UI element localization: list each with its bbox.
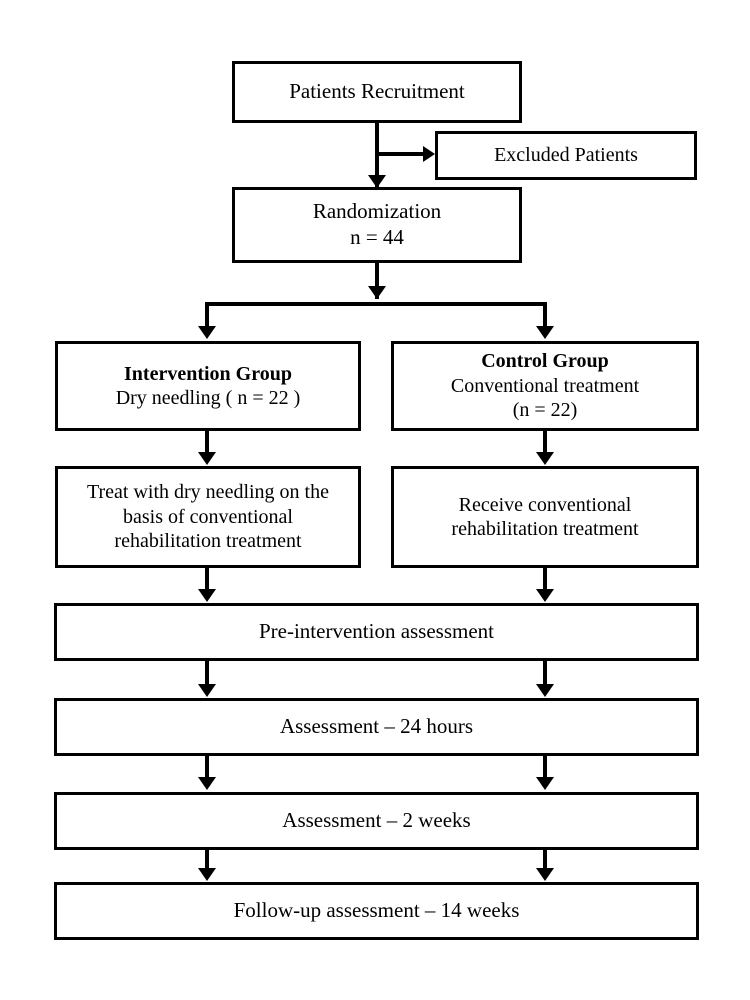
connector-24h-to-2w-right <box>543 756 547 780</box>
node-line: Dry needling ( n = 22 ) <box>115 387 301 409</box>
arrowhead-randomization-down <box>368 286 386 299</box>
arrowhead-pre-to-24h-right <box>536 684 554 697</box>
arrowhead-2w-to-followup-right <box>536 868 554 881</box>
connector-split-left-drop <box>205 302 209 328</box>
node-control-group[interactable]: Control Group Conventional treatment (n … <box>391 341 699 431</box>
arrowhead-treatment-left-to-pre <box>198 589 216 602</box>
arrowhead-24h-to-2w-left <box>198 777 216 790</box>
node-treatment-control[interactable]: Receive conventional rehabilitation trea… <box>391 466 699 568</box>
node-randomization[interactable]: Randomization n = 44 <box>232 187 522 263</box>
node-line: Assessment – 24 hours <box>279 714 474 739</box>
connector-2w-to-followup-right <box>543 850 547 870</box>
connector-control-to-treatment <box>543 431 547 455</box>
arrowhead-control-to-treatment <box>536 452 554 465</box>
node-excluded-patients[interactable]: Excluded Patients <box>435 131 697 180</box>
connector-pre-to-24h-right <box>543 661 547 687</box>
arrowhead-split-right <box>536 326 554 339</box>
node-line: Control Group <box>481 350 609 373</box>
connector-2w-to-followup-left <box>205 850 209 870</box>
node-assessment-24-hours[interactable]: Assessment – 24 hours <box>54 698 699 756</box>
connector-pre-to-24h-left <box>205 661 209 687</box>
connector-intervention-to-treatment <box>205 431 209 455</box>
connector-randomization-down <box>375 263 379 299</box>
node-line: Conventional treatment <box>450 374 640 397</box>
arrowhead-recruitment-to-excluded <box>423 146 435 162</box>
node-intervention-group[interactable]: Intervention Group Dry needling ( n = 22… <box>55 341 361 431</box>
arrowhead-24h-to-2w-right <box>536 777 554 790</box>
arrowhead-split-left <box>198 326 216 339</box>
node-line: Treat with dry needling on the <box>86 481 329 504</box>
connector-24h-to-2w-left <box>205 756 209 780</box>
node-followup-assessment-14-weeks[interactable]: Follow-up assessment – 14 weeks <box>54 882 699 940</box>
node-line: Randomization <box>312 199 442 224</box>
node-line: Patients Recruitment <box>289 79 465 104</box>
node-pre-intervention-assessment[interactable]: Pre-intervention assessment <box>54 603 699 661</box>
node-line: rehabilitation treatment <box>114 530 302 553</box>
connector-recruitment-to-excluded <box>375 152 427 156</box>
arrowhead-2w-to-followup-left <box>198 868 216 881</box>
node-line: Pre-intervention assessment <box>258 619 495 644</box>
node-line: Follow-up assessment – 14 weeks <box>233 898 520 923</box>
arrowhead-pre-to-24h-left <box>198 684 216 697</box>
node-assessment-2-weeks[interactable]: Assessment – 2 weeks <box>54 792 699 850</box>
node-patients-recruitment[interactable]: Patients Recruitment <box>232 61 522 123</box>
node-line: Receive conventional <box>458 493 632 516</box>
node-treatment-intervention[interactable]: Treat with dry needling on the basis of … <box>55 466 361 568</box>
arrowhead-recruitment-to-randomization <box>368 175 386 188</box>
connector-split-bar <box>205 302 547 306</box>
node-line: rehabilitation treatment <box>451 518 639 540</box>
connector-treatment-right-to-pre <box>543 568 547 590</box>
node-line: n = 44 <box>350 225 404 249</box>
node-line: Assessment – 2 weeks <box>282 808 471 833</box>
connector-split-right-drop <box>543 302 547 328</box>
node-line: basis of conventional <box>123 505 293 528</box>
arrowhead-treatment-right-to-pre <box>536 589 554 602</box>
node-line: (n = 22) <box>512 399 578 422</box>
node-line: Excluded Patients <box>494 144 638 167</box>
connector-treatment-left-to-pre <box>205 568 209 590</box>
node-line: Intervention Group <box>124 362 292 385</box>
arrowhead-intervention-to-treatment <box>198 452 216 465</box>
